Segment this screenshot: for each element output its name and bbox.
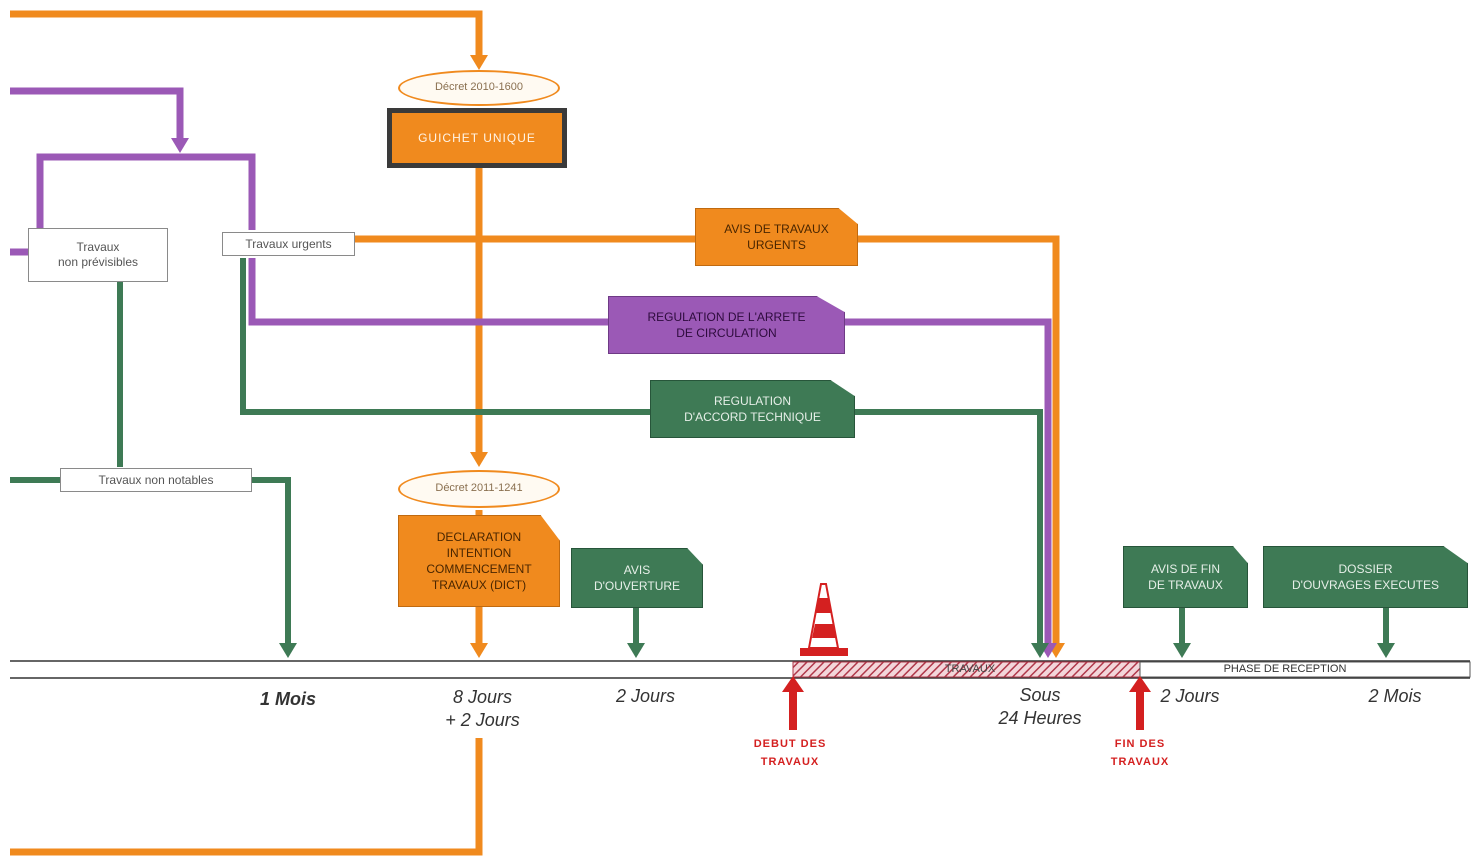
green-flow	[10, 258, 1389, 643]
delay-24-heures-text: Sous 24 Heures	[998, 684, 1082, 728]
doc-dossier-ouvrages: DOSSIER D'OUVRAGES EXECUTES	[1263, 546, 1468, 608]
oval-decret-2011: Décret 2011-1241	[398, 470, 560, 508]
label-travaux-non-notables: Travaux non notables	[60, 468, 252, 492]
doc-dossier-ouvrages-text: DOSSIER D'OUVRAGES EXECUTES	[1292, 561, 1439, 592]
doc-accord-technique-text: REGULATION D'ACCORD TECHNIQUE	[684, 393, 821, 424]
delay-1-mois-text: 1 Mois	[259, 689, 316, 710]
phase-reception-label-text: PHASE DE RECEPTION	[1223, 662, 1347, 675]
debut-arrow-icon	[789, 692, 797, 730]
travaux-bar-label-text: TRAVAUX	[944, 662, 996, 675]
doc-accord-technique: REGULATION D'ACCORD TECHNIQUE	[650, 380, 855, 438]
guichet-unique-box: GUICHET UNIQUE	[387, 108, 567, 168]
delay-8-jours: 8 Jours + 2 Jours	[420, 684, 545, 734]
delay-2-mois: 2 Mois	[1345, 684, 1445, 710]
doc-dict-text: DECLARATION INTENTION COMMENCEMENT TRAVA…	[426, 529, 532, 593]
traffic-cone-icon	[800, 583, 848, 656]
label-travaux-urgents-text: Travaux urgents	[245, 236, 332, 251]
purple-flow	[10, 87, 1052, 643]
delay-2-jours-a-text: 2 Jours	[615, 686, 676, 707]
label-travaux-non-previsibles: Travaux non prévisibles	[28, 228, 168, 282]
oval-decret-2010: Décret 2010-1600	[398, 70, 560, 106]
fin-travaux-label: FIN DES TRAVAUX	[1090, 734, 1190, 774]
phase-reception-bar	[1139, 661, 1471, 678]
label-travaux-non-notables-text: Travaux non notables	[98, 472, 214, 487]
debut-travaux-label: DEBUT DES TRAVAUX	[730, 734, 850, 774]
doc-avis-fin-travaux-text: AVIS DE FIN DE TRAVAUX	[1148, 561, 1223, 592]
travaux-bar-label: TRAVAUX	[930, 662, 1010, 677]
delay-1-mois: 1 Mois	[228, 686, 348, 714]
delay-24-heures: Sous 24 Heures	[975, 682, 1105, 732]
fin-arrow-icon	[1136, 692, 1144, 730]
red-arrows	[782, 676, 1151, 730]
timeline	[10, 660, 1471, 679]
label-travaux-urgents: Travaux urgents	[222, 232, 355, 256]
guichet-unique-text: GUICHET UNIQUE	[418, 130, 536, 145]
oval-decret-2011-text: Décret 2011-1241	[435, 482, 523, 495]
label-travaux-non-previsibles-text: Travaux non prévisibles	[57, 240, 139, 269]
delay-2-jours-b-text: 2 Jours	[1160, 686, 1220, 707]
oval-decret-2010-text: Décret 2010-1600	[434, 81, 524, 94]
green-arrowheads	[279, 643, 1395, 658]
fin-travaux-label-text: FIN DES TRAVAUX	[1110, 738, 1170, 768]
delay-2-jours-b: 2 Jours	[1140, 684, 1240, 710]
doc-avis-ouverture-text: AVIS D'OUVERTURE	[593, 562, 681, 593]
delay-2-jours-a: 2 Jours	[588, 684, 703, 710]
doc-arrete-circulation: REGULATION DE L'ARRETE DE CIRCULATION	[608, 296, 845, 354]
delay-2-mois-text: 2 Mois	[1368, 686, 1422, 707]
phase-reception-label: PHASE DE RECEPTION	[1160, 662, 1410, 677]
debut-travaux-label-text: DEBUT DES TRAVAUX	[753, 738, 827, 768]
doc-avis-travaux-urgents-text: AVIS DE TRAVAUX URGENTS	[724, 221, 829, 252]
doc-avis-travaux-urgents: AVIS DE TRAVAUX URGENTS	[695, 208, 858, 266]
doc-arrete-circulation-text: REGULATION DE L'ARRETE DE CIRCULATION	[647, 309, 806, 340]
doc-avis-ouverture: AVIS D'OUVERTURE	[571, 548, 703, 608]
delay-8-jours-text: 8 Jours + 2 Jours	[445, 686, 520, 730]
orange-flow	[10, 10, 1060, 856]
doc-avis-fin-travaux: AVIS DE FIN DE TRAVAUX	[1123, 546, 1248, 608]
doc-dict: DECLARATION INTENTION COMMENCEMENT TRAVA…	[398, 515, 560, 607]
